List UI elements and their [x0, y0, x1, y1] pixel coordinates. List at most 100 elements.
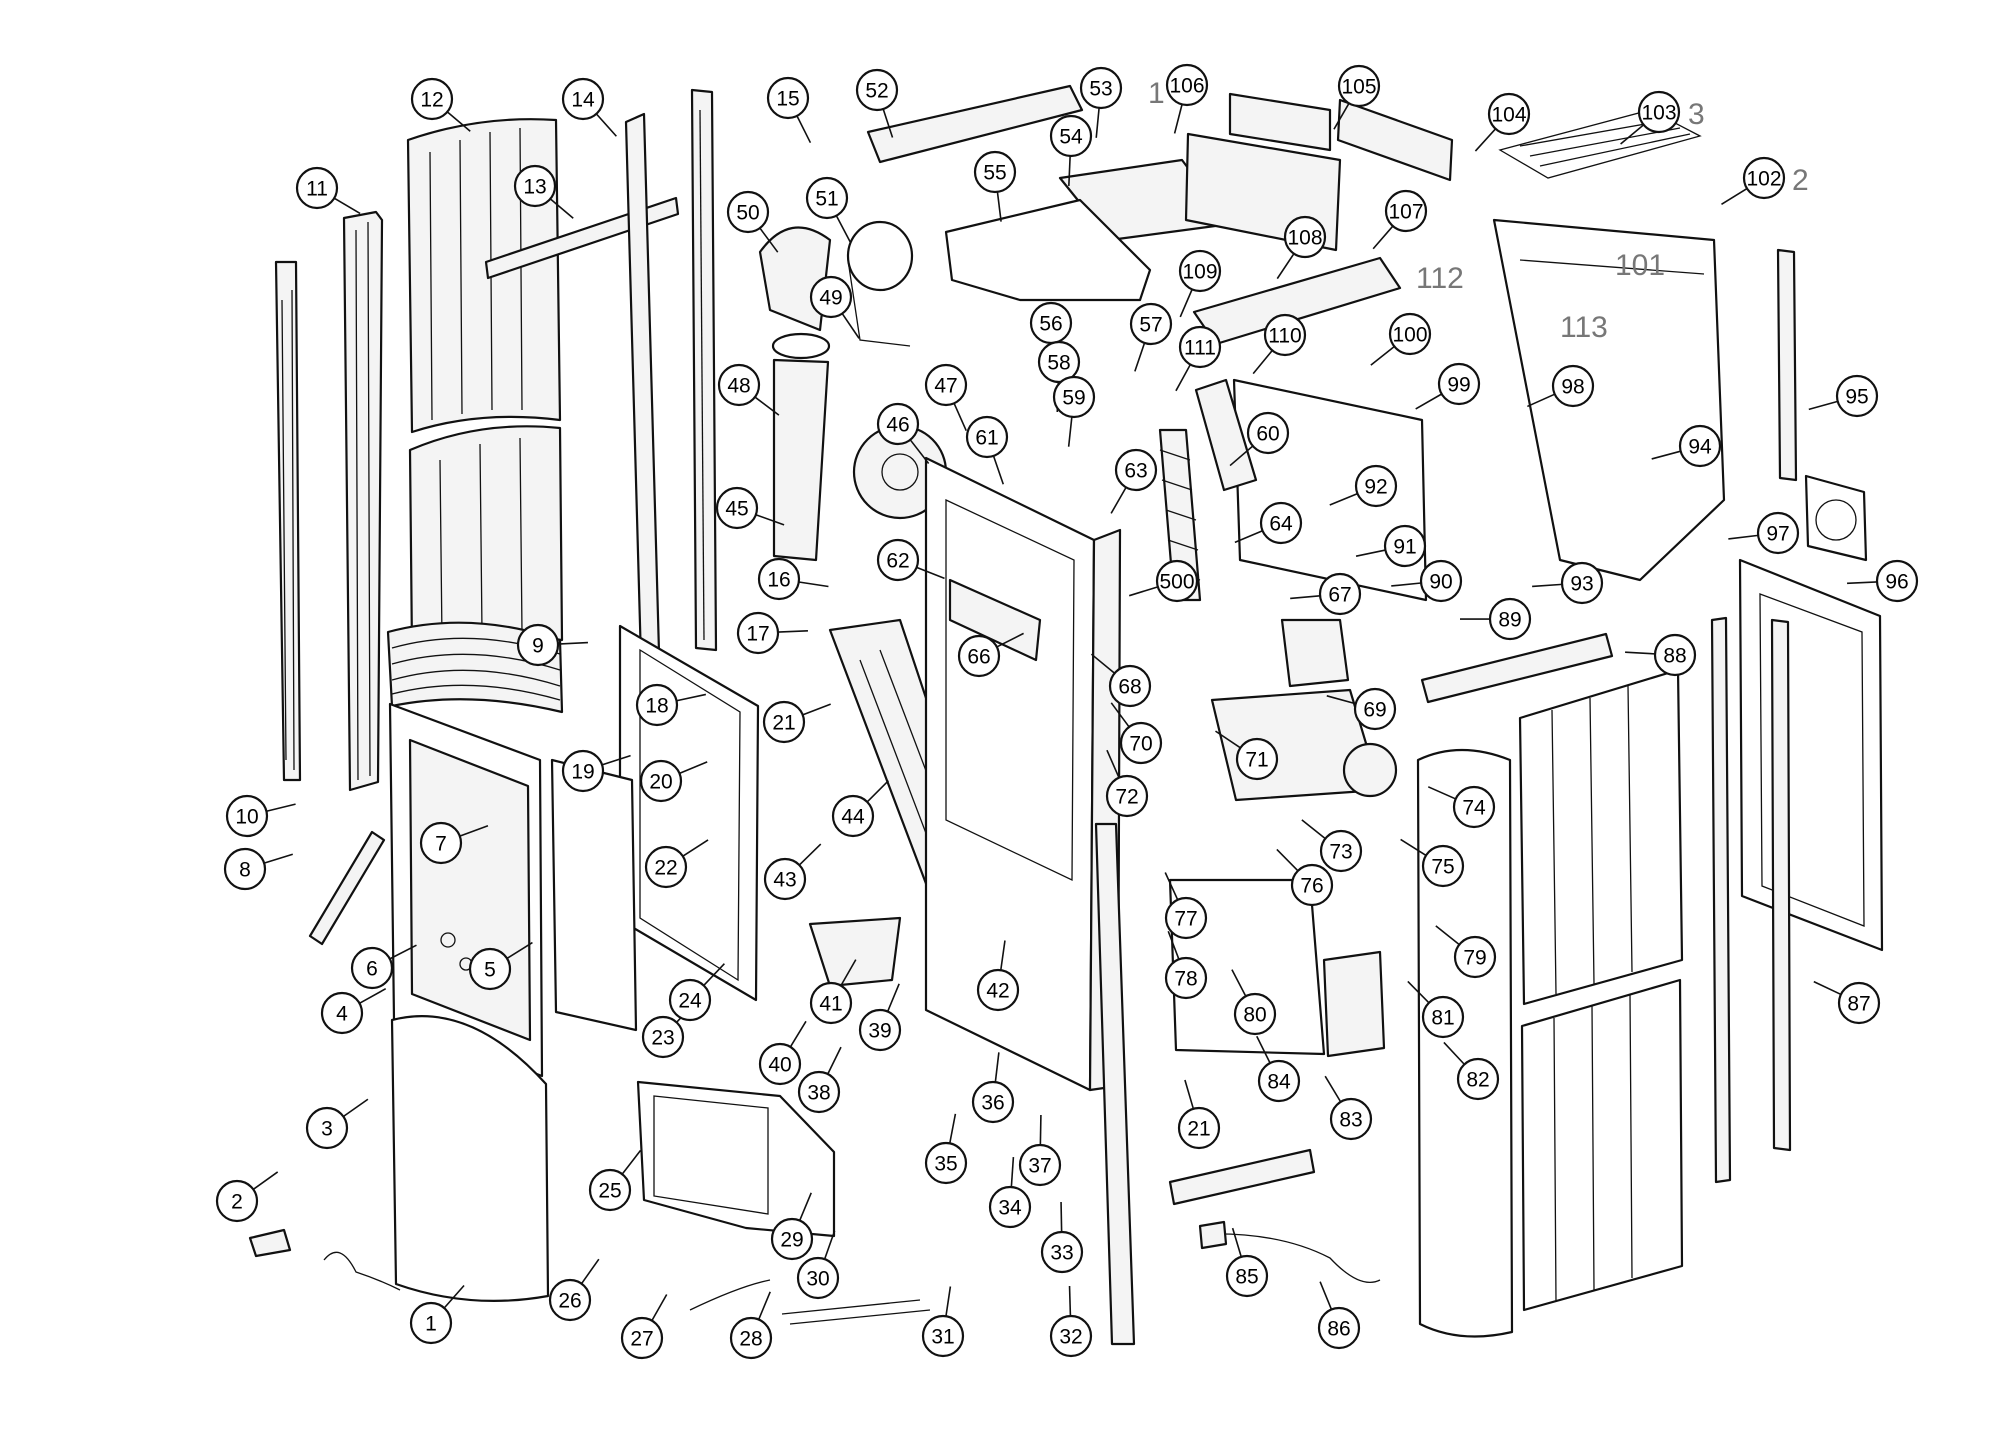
- callout-number: 40: [768, 1054, 791, 1077]
- power-cord-1: [324, 1252, 400, 1290]
- callout-number: 22: [654, 857, 677, 880]
- duct-51: [848, 222, 912, 346]
- callout-number: 71: [1245, 749, 1268, 772]
- leader-line: [1847, 582, 1877, 583]
- leader-line: [790, 1021, 806, 1047]
- callout-17: 17: [738, 613, 778, 653]
- callout-91: 91: [1385, 526, 1425, 566]
- callout-number: 88: [1663, 645, 1686, 668]
- callout-64: 64: [1261, 503, 1301, 543]
- callout-number: 48: [727, 375, 750, 398]
- callout-15: 15: [768, 78, 808, 118]
- leader-line: [596, 114, 616, 136]
- leader-line: [652, 1295, 667, 1321]
- callout-10: 10: [227, 796, 267, 836]
- leader-line: [1180, 289, 1192, 317]
- leader-line: [1475, 129, 1495, 151]
- callout-number: 90: [1429, 571, 1452, 594]
- callout-54: 54: [1051, 116, 1091, 156]
- ghost-label: 1: [1148, 77, 1165, 110]
- ghost-label: 3: [1688, 98, 1705, 131]
- leader-line: [1277, 254, 1294, 279]
- callout-41: 41: [811, 983, 851, 1023]
- callout-59: 59: [1054, 377, 1094, 417]
- callout-53: 53: [1081, 68, 1121, 108]
- callout-48: 48: [719, 365, 759, 405]
- callout-number: 32: [1059, 1326, 1082, 1349]
- callout-number: 96: [1885, 571, 1908, 594]
- callout-86: 86: [1319, 1308, 1359, 1348]
- leader-line: [778, 631, 808, 632]
- callout-number: 30: [806, 1268, 829, 1291]
- callout-number: 63: [1124, 460, 1147, 483]
- callout-102: 102: [1744, 158, 1784, 198]
- callout-51: 51: [807, 178, 847, 218]
- callout-74: 74: [1454, 787, 1494, 827]
- leader-line: [1809, 401, 1838, 409]
- wiring-harness-28: [782, 1300, 930, 1324]
- callout-number: 86: [1327, 1318, 1350, 1341]
- leader-line: [1111, 487, 1126, 513]
- reduction-motor-69: [1282, 620, 1348, 686]
- callout-62: 62: [878, 540, 918, 580]
- callout-number: 42: [986, 980, 1009, 1003]
- callout-89: 89: [1490, 599, 1530, 639]
- leader-line: [1320, 1282, 1331, 1310]
- leader-line: [334, 198, 360, 213]
- callout-number: 66: [967, 646, 990, 669]
- callout-12: 12: [412, 79, 452, 119]
- callout-55: 55: [975, 152, 1015, 192]
- callout-number: 19: [571, 761, 594, 784]
- callout-95: 95: [1837, 376, 1877, 416]
- callout-19: 19: [563, 751, 603, 791]
- control-board-81: [1324, 952, 1384, 1056]
- callout-25: 25: [590, 1170, 630, 1210]
- callout-number: 59: [1062, 387, 1085, 410]
- callout-75: 75: [1423, 846, 1463, 886]
- callout-56: 56: [1031, 303, 1071, 343]
- top-grille-52: [868, 86, 1082, 162]
- callout-number: 68: [1118, 676, 1141, 699]
- leader-line: [1814, 982, 1841, 995]
- callout-number: 110: [1268, 325, 1301, 348]
- callout-35: 35: [926, 1143, 966, 1183]
- callout-16: 16: [759, 559, 799, 599]
- callout-number: 57: [1139, 314, 1162, 337]
- callout-96: 96: [1877, 561, 1917, 601]
- callout-78: 78: [1166, 958, 1206, 998]
- callout-number: 74: [1462, 797, 1486, 820]
- callout-7: 7: [421, 823, 461, 863]
- ghost-label: 101: [1615, 249, 1665, 282]
- callout-number: 106: [1169, 75, 1204, 98]
- callout-number: 6: [366, 958, 378, 981]
- callout-14: 14: [563, 79, 603, 119]
- rear-frame-87: [1740, 560, 1882, 950]
- callout-number: 20: [649, 771, 672, 794]
- callout-36: 36: [973, 1082, 1013, 1122]
- callout-number: 35: [934, 1153, 957, 1176]
- leader-line: [1096, 108, 1099, 138]
- callout-number: 98: [1561, 376, 1584, 399]
- leader-line: [1175, 104, 1182, 133]
- callout-23: 23: [643, 1017, 683, 1057]
- callout-number: 82: [1466, 1069, 1489, 1092]
- right-side-upper-panel: [1520, 670, 1682, 1004]
- rear-panel-94: [1494, 220, 1724, 580]
- callout-9: 9: [518, 625, 558, 665]
- callout-106: 106: [1167, 65, 1207, 105]
- callout-number: 4: [336, 1003, 348, 1026]
- callout-number: 43: [773, 869, 796, 892]
- callout-number: 105: [1341, 76, 1376, 99]
- leader-line: [995, 1052, 999, 1082]
- callout-number: 8: [239, 859, 251, 882]
- callout-37: 37: [1020, 1145, 1060, 1185]
- callout-number: 62: [886, 550, 909, 573]
- callout-number: 16: [767, 569, 790, 592]
- callout-number: 93: [1570, 573, 1593, 596]
- leader-line: [1532, 584, 1562, 586]
- leader-line: [1061, 1202, 1062, 1232]
- leader-line: [799, 844, 820, 865]
- callout-number: 53: [1089, 78, 1112, 101]
- rail-88: [1422, 634, 1612, 702]
- callout-2: 2: [217, 1181, 257, 1221]
